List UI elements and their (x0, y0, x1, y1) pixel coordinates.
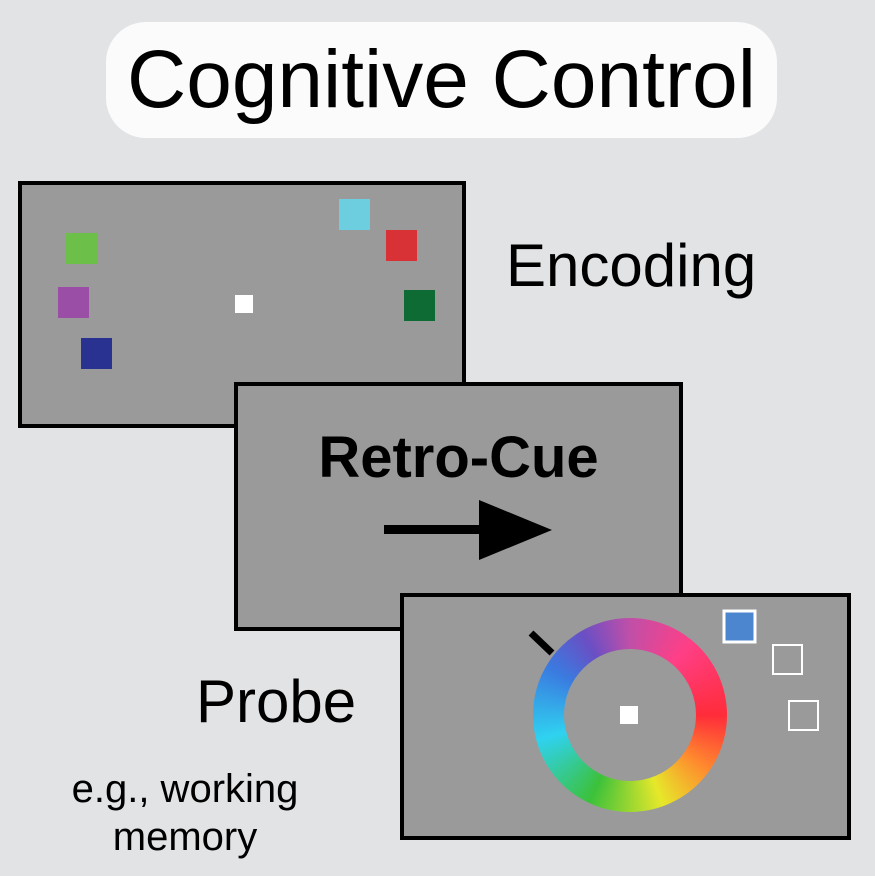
encoding-label: Encoding (506, 232, 757, 299)
stimulus-square-navy (81, 338, 112, 369)
probe-screen (400, 593, 851, 840)
stimulus-square-cyan (339, 199, 370, 230)
response-marker (528, 630, 555, 656)
example-note: e.g., working memory (40, 765, 330, 861)
note-line-1: e.g., working (71, 767, 299, 811)
retro-cue-screen: Retro-Cue (234, 382, 683, 631)
right-arrow-icon (384, 500, 552, 560)
stimulus-square-purple (58, 287, 89, 318)
stimulus-square-green (66, 233, 97, 264)
stimulus-square-red (386, 230, 417, 261)
probe-square-empty[interactable] (788, 700, 819, 731)
fixation-square (620, 706, 638, 724)
page-title: Cognitive Control (127, 34, 756, 125)
note-line-2: memory (112, 815, 258, 859)
color-wheel-icon (528, 609, 819, 812)
probe-square-selected[interactable] (722, 609, 757, 644)
probe-square-empty[interactable] (772, 644, 803, 675)
stimulus-square-dark-green (404, 290, 435, 321)
fixation-square (235, 295, 253, 313)
probe-label: Probe (196, 668, 357, 735)
retro-cue-label: Retro-Cue (318, 425, 599, 490)
title-banner: Cognitive Control (106, 22, 777, 138)
